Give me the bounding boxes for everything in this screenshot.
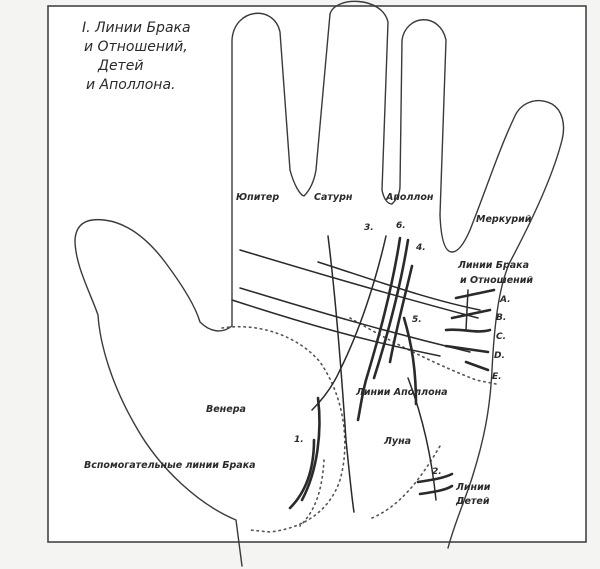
- marker-1: 1.: [294, 435, 304, 445]
- marker-d: D.: [494, 351, 505, 361]
- label-mercury: Меркурий: [476, 214, 532, 225]
- apollo-line-4: [388, 264, 414, 364]
- heart-line: [239, 249, 479, 319]
- title-line-4: и Аполлона.: [86, 77, 176, 93]
- marker-6: 6.: [396, 221, 406, 231]
- label-jupiter: Юпитер: [236, 192, 279, 203]
- auxiliary-line-2: [288, 438, 316, 510]
- children-line-2: [418, 484, 454, 496]
- marker-e: E.: [492, 372, 502, 382]
- head-line: [239, 287, 471, 353]
- heart-line-second: [317, 261, 481, 311]
- label-apollo: Аполлон: [385, 192, 434, 203]
- label-saturn: Сатурн: [314, 192, 353, 203]
- palm-lines: [231, 235, 496, 527]
- hand-outline: [74, 0, 565, 567]
- marker-a: A.: [499, 295, 511, 305]
- label-venus: Венера: [206, 404, 246, 415]
- apollo-line-3: [311, 235, 387, 411]
- label-moon: Луна: [383, 436, 411, 447]
- label-marriage-1: Линии Брака: [457, 260, 529, 271]
- marker-c: C.: [496, 332, 506, 342]
- title-line-1: I. Линии Брака: [82, 20, 191, 36]
- marriage-line-e: [464, 360, 490, 372]
- index-middle-gap: [289, 13, 331, 197]
- luna-boundary-bottom: [371, 445, 441, 519]
- right-palm-edge: [447, 261, 511, 549]
- thumb-and-palm-outline: [74, 12, 291, 567]
- middle-finger-outline: [329, 0, 447, 216]
- marriage-line-c: [444, 328, 492, 333]
- marker-b: B.: [496, 313, 506, 323]
- title-block: I. Линии Брака и Отношений, Детей и Апол…: [82, 20, 191, 93]
- marker-3: 3.: [364, 223, 374, 233]
- luna-crease: [407, 377, 437, 501]
- children-line-1: [416, 472, 454, 484]
- auxiliary-dotted: [299, 459, 325, 527]
- luna-boundary-top: [349, 317, 497, 385]
- title-line-2: и Отношений,: [84, 39, 188, 55]
- auxiliary-line-1: [300, 396, 321, 502]
- ring-finger-outline: [439, 100, 565, 263]
- saturn-line: [327, 235, 355, 513]
- label-apollo-lines: Линии Аполлона: [355, 387, 448, 398]
- label-marriage-2: и Отношений: [460, 275, 533, 286]
- region-boundaries: [221, 317, 497, 533]
- venus-boundary: [221, 326, 346, 533]
- marriage-vertical-mark: [465, 289, 469, 331]
- label-auxiliary-marriage: Вспомогательные линии Брака: [84, 460, 256, 471]
- apollo-line-5: [402, 316, 418, 406]
- label-children-2: Детей: [455, 496, 490, 507]
- marriage-line-d: [444, 344, 490, 354]
- marker-4: 4.: [415, 243, 426, 253]
- marriage-line-b: [450, 308, 492, 320]
- label-children-1: Линии: [455, 482, 491, 493]
- title-line-3: Детей: [97, 58, 143, 74]
- marker-5: 5.: [412, 315, 422, 325]
- marriage-line-a: [454, 288, 496, 300]
- apollo-line-6a: [356, 236, 402, 422]
- marker-2: 2.: [432, 467, 442, 477]
- apollo-line-6b: [372, 238, 410, 380]
